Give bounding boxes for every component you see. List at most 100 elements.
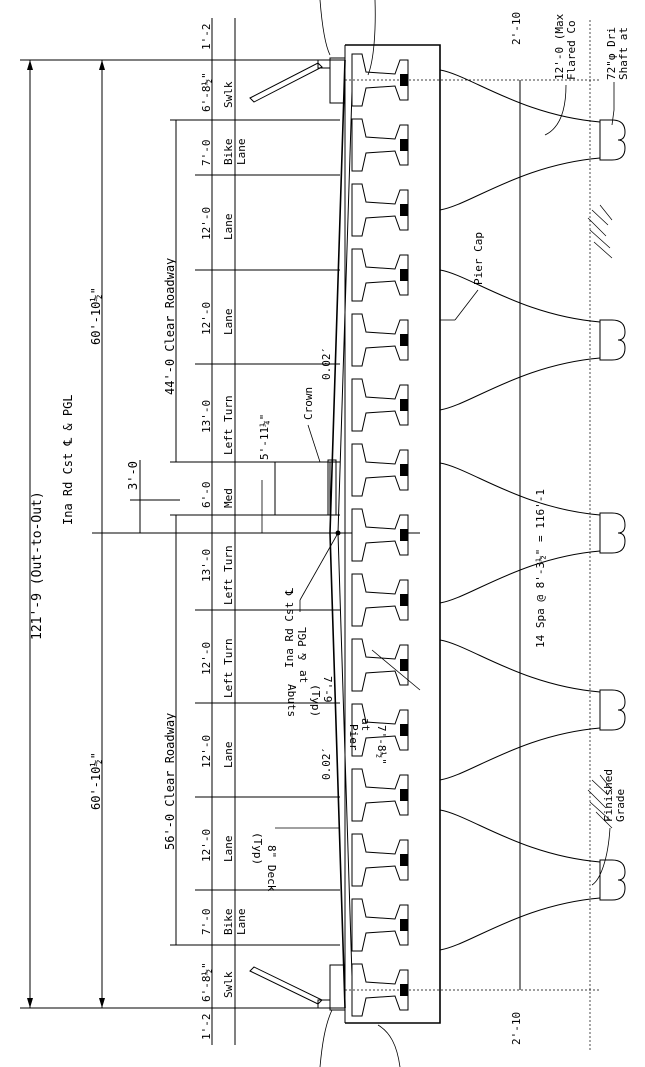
girder-spacing-label: 14 Spa @ 8'-3½" = 116'-1 (534, 489, 547, 648)
column-flare (439, 69, 601, 211)
girders (351, 53, 409, 1017)
lane-dim-6: 6'-0 (200, 482, 213, 509)
overall-dimension: 121'-9 (Out-to-Out) (20, 59, 345, 1009)
lane-name-10: Lane (222, 836, 235, 863)
abut-dim-3: at (297, 670, 310, 683)
shaft-2: Shaft at (617, 27, 630, 80)
lane-dim-4: 12'-0 (200, 302, 213, 335)
lane-name-6: Med (222, 488, 235, 508)
crown-offset-label: 3'-0 (126, 461, 140, 490)
lane-name-2a: Bike (222, 139, 235, 166)
girder-bearing (400, 139, 408, 151)
ina-cl-pointer-label2: & PGL (296, 627, 309, 660)
column-flare (439, 462, 601, 604)
abut-dim-2: (Typ) (309, 684, 322, 717)
girder-bearing (400, 659, 408, 671)
deck-note-1: 8" Deck (265, 845, 278, 892)
girder (351, 963, 409, 1017)
lane-dim-5: 13'-0 (200, 400, 213, 433)
drilled-shaft (599, 859, 626, 901)
girder-bearing (400, 984, 408, 996)
edge-bottom-label: 1'-2 (200, 1014, 213, 1041)
girder (351, 378, 409, 432)
lane-name-11b: Lane (235, 909, 248, 936)
slope-bottom: 0.02′ (320, 747, 333, 780)
lane-name-8: Left Turn (222, 638, 235, 698)
railing-top (249, 57, 346, 104)
ina-cl-pointer-label1: Ina Rd Cst ℄ (283, 588, 296, 668)
lane-name-4: Lane (222, 309, 235, 336)
lane-dim-1: 6'-8½" (200, 72, 213, 112)
cap-overhang-bottom: 2'-10 (510, 1012, 523, 1045)
girder (351, 183, 409, 237)
half-top-label: 60'-10½" (89, 287, 103, 345)
deck-note-2: (Typ) (251, 832, 264, 865)
girder-spacing: 14 Spa @ 8'-3½" = 116'-1 (519, 80, 547, 990)
girder (351, 248, 409, 302)
lane-name-1: Swlk (222, 81, 235, 108)
abut-dim-4: Abuts (285, 684, 298, 717)
flared-column-note: 12'-0 (Max Flared Co (544, 13, 578, 136)
pier-dim-2: at (359, 718, 372, 731)
median-offset-label: 5'-11¼" (258, 414, 271, 460)
ina-cl-label: Ina Rd Cst ℄ & PGL (61, 394, 75, 525)
girder-bearing (400, 74, 408, 86)
lane-dim-9: 12'-0 (200, 735, 213, 768)
shaft-1: 72"φ Dri (605, 27, 618, 80)
lane-dim-8: 12'-0 (200, 642, 213, 675)
girder (351, 703, 409, 757)
drilled-shaft (599, 319, 626, 361)
crown-detail: Crown 5'-11¼" (258, 387, 337, 533)
pier-cap-label: Pier Cap (472, 232, 485, 285)
crown-offset-dim: 3'-0 (126, 460, 180, 533)
girder (351, 898, 409, 952)
pier-cap: Pier Cap (344, 44, 485, 1024)
lane-name-2b: Lane (235, 139, 248, 166)
lane-dim-2: 7'-0 (200, 140, 213, 167)
overall-width-label: 121'-9 (Out-to-Out) (30, 491, 45, 640)
lane-dim-7: 13'-0 (200, 549, 213, 582)
girder (351, 833, 409, 887)
column-flare (439, 269, 601, 411)
pier-columns (439, 69, 626, 951)
deck-note: 8" Deck (Typ) (251, 827, 340, 892)
roadway-bottom-label: 56'-0 Clear Roadway (163, 713, 177, 850)
ground-hatch (587, 204, 613, 829)
girder-bearing (400, 399, 408, 411)
pier-dim-1: 7'-8½" (375, 725, 388, 765)
lane-name-3: Lane (222, 214, 235, 241)
lane-dim-12: 6'-8½" (200, 962, 213, 1002)
ina-cl-pointer: Ina Rd Cst ℄ & PGL (283, 530, 341, 668)
end-offsets: 7'-8½" at Pier 7'-9 (Typ) at Abuts (285, 649, 421, 765)
girder-bearing (400, 854, 408, 866)
column-flare (439, 639, 601, 781)
girder-bearing (400, 204, 408, 216)
abut-dim-1: 7'-9 (321, 676, 334, 703)
girder (351, 638, 409, 692)
lane-band: 6'-8½" Swlk 7'-0 Bike Lane 12'-0 Lane 12… (195, 18, 340, 1045)
girder-bearing (400, 594, 408, 606)
girder (351, 313, 409, 367)
finished-grade-note: Finished Grade (591, 769, 627, 886)
lane-name-11a: Bike (222, 909, 235, 936)
girder (351, 118, 409, 172)
half-bottom-label: 60'-10½" (89, 752, 103, 810)
lane-dim-3: 12'-0 (200, 207, 213, 240)
lane-dim-11: 7'-0 (200, 909, 213, 936)
clear-roadways: 44'-0 Clear Roadway 56'-0 Clear Roadway (163, 119, 215, 946)
finished-2: Grade (614, 789, 627, 822)
girder-bearing (400, 464, 408, 476)
roadway-top-label: 44'-0 Clear Roadway (163, 258, 177, 395)
edge-top-label: 1'-2 (200, 24, 213, 51)
girder-bearing (400, 529, 408, 541)
girder-bearing (400, 334, 408, 346)
drilled-shaft (599, 689, 626, 731)
girder-bearing (400, 724, 408, 736)
railing-bottom (249, 964, 346, 1011)
girder (351, 768, 409, 822)
girder (351, 53, 409, 107)
cap-overhang-top: 2'-10 (510, 12, 523, 45)
pier-dim-3: Pier (347, 724, 360, 751)
flared-1: 12'-0 (Max (553, 13, 566, 80)
finished-1: Finished (602, 769, 615, 822)
